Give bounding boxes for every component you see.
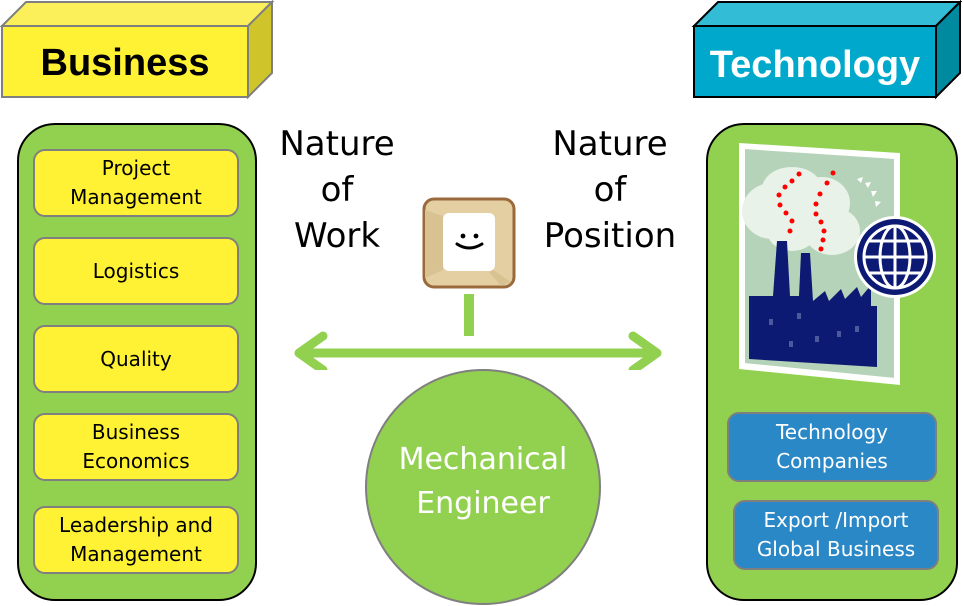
circle-line: Mechanical	[398, 442, 568, 477]
item-line: Business	[91, 420, 181, 444]
double-headed-arrow	[294, 294, 662, 370]
smiley-key-icon	[422, 197, 516, 289]
item-line: Project	[101, 156, 171, 180]
label-line: Nature	[279, 124, 395, 164]
arrow-right-head	[628, 331, 662, 370]
nature-of-work-label: Nature of Work	[262, 121, 412, 259]
label-line: Nature	[552, 124, 668, 164]
item-line: Management	[70, 185, 202, 209]
item-line: Global Business	[756, 537, 916, 561]
connector-bar	[464, 294, 474, 336]
item-line: Economics	[82, 449, 190, 473]
technology-title: Technology	[709, 44, 921, 86]
label-line: of	[593, 170, 627, 210]
mechanical-engineer-circle: Mechanical Engineer	[365, 369, 601, 605]
item-line: Management	[70, 542, 202, 566]
business-item-logistics: Logistics	[33, 237, 239, 305]
item-line: Quality	[100, 346, 172, 371]
factory-globe-icon	[739, 143, 936, 385]
item-line: Companies	[776, 449, 888, 473]
item-line: Leadership and	[59, 513, 213, 537]
arrow-left-head	[294, 331, 328, 370]
label-line: Position	[543, 216, 677, 256]
label-line: Work	[293, 216, 381, 256]
business-header-cube	[0, 0, 275, 100]
label-line: of	[320, 170, 354, 210]
nature-of-position-label: Nature of Position	[530, 121, 690, 259]
business-title: Business	[40, 42, 210, 84]
technology-header-cube	[691, 0, 963, 100]
item-line: Export /Import	[763, 508, 909, 532]
item-line: Technology	[775, 420, 889, 444]
item-line: Logistics	[92, 258, 180, 283]
business-item-quality: Quality	[33, 325, 239, 393]
circle-line: Engineer	[416, 486, 550, 521]
